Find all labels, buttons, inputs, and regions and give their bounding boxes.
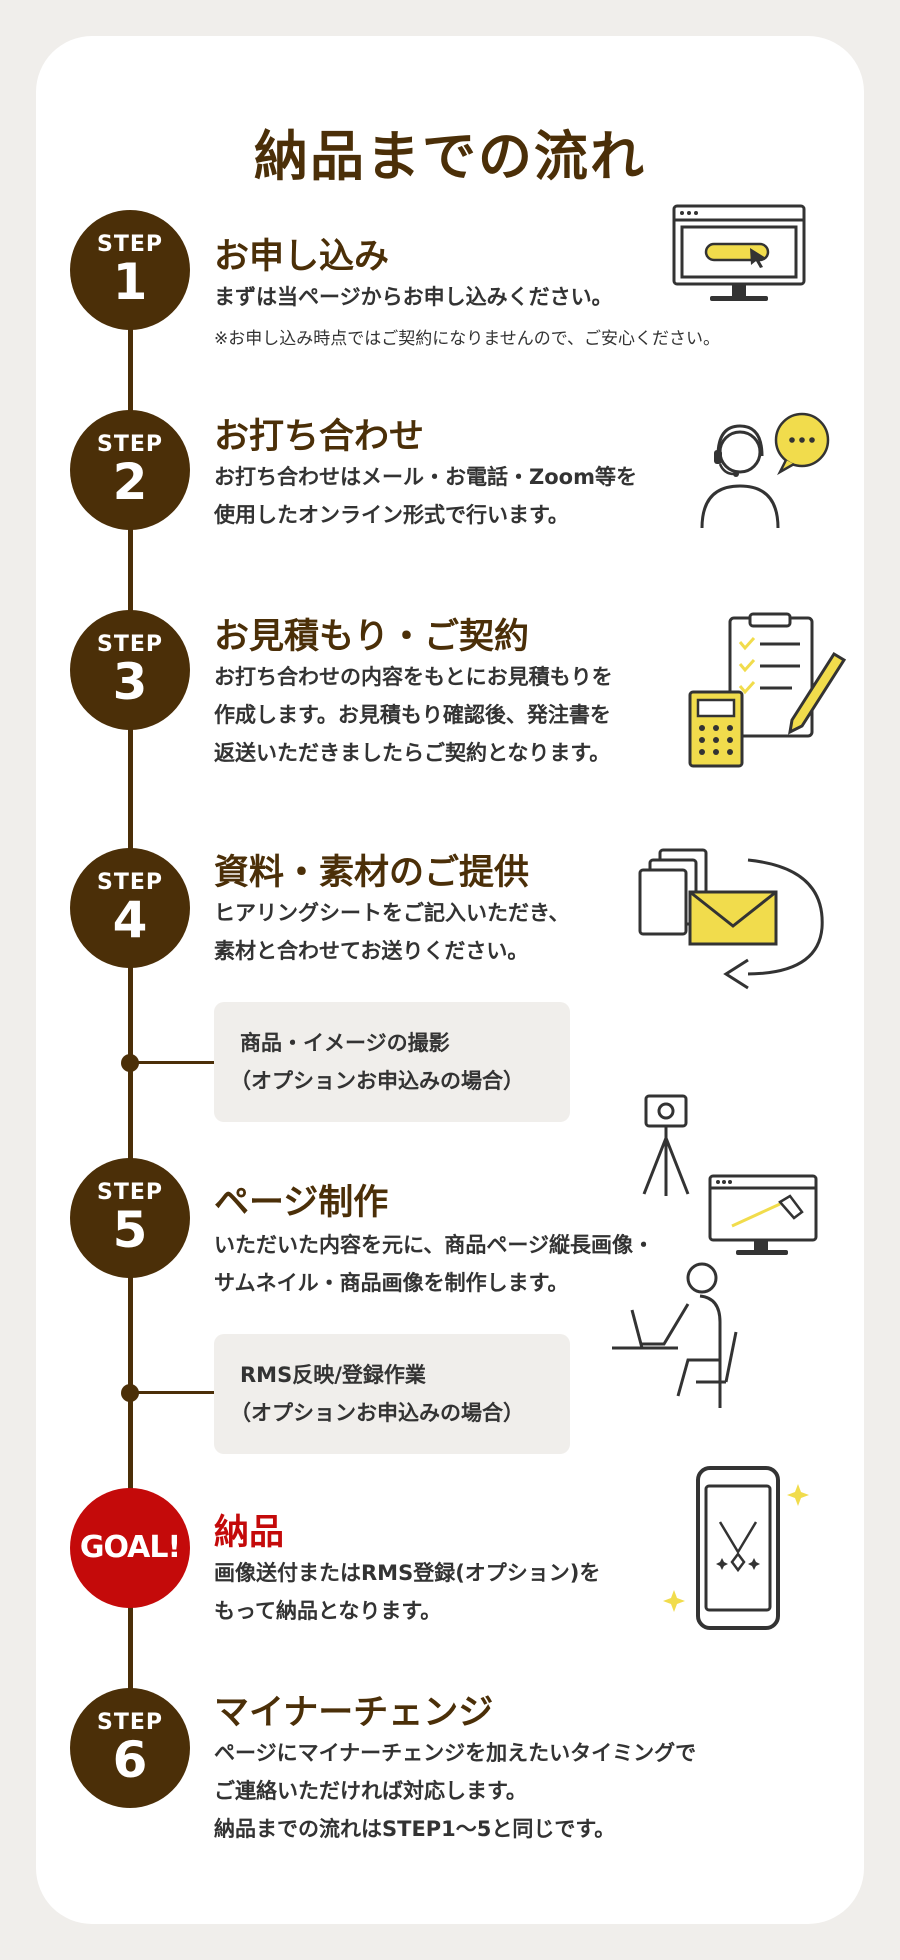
step-1-note: ※お申し込み時点ではご契約になりませんので、ご安心ください。 — [214, 324, 720, 349]
step-1-heading: お申し込み — [214, 228, 389, 279]
text-line: （オプションお申込みの場合） — [230, 1062, 570, 1100]
substep-rms-option: RMS反映/登録作業 （オプションお申込みの場合） — [214, 1334, 570, 1454]
text-line: （オプションお申込みの場合） — [230, 1394, 570, 1432]
clipboard-calculator-icon — [688, 612, 848, 774]
timeline-connector — [130, 1061, 214, 1064]
timeline-connector — [130, 1391, 214, 1394]
step-2-heading: お打ち合わせ — [214, 408, 424, 459]
step-3-badge: STEP 3 — [70, 610, 190, 730]
text-line: 納品までの流れはSTEP1〜5と同じです。 — [214, 1810, 696, 1848]
step-number: 1 — [70, 257, 190, 307]
step-3-text: お打ち合わせの内容をもとにお見積もりを 作成します。お見積もり確認後、発注書を … — [214, 658, 613, 772]
step-6-badge: STEP 6 — [70, 1688, 190, 1808]
goal-text: 画像送付またはRMS登録(オプション)を もって納品となります。 — [214, 1554, 600, 1630]
text-line: お打ち合わせの内容をもとにお見積もりを — [214, 658, 613, 696]
step-6-heading: マイナーチェンジ — [214, 1684, 493, 1735]
headset-chat-icon — [698, 410, 834, 534]
text-line: RMS反映/登録作業 — [240, 1356, 570, 1394]
step-number: 3 — [70, 657, 190, 707]
step-number: 5 — [70, 1205, 190, 1255]
text-line: 素材と合わせてお送りください。 — [214, 932, 570, 970]
page-title: 納品までの流れ — [0, 112, 900, 191]
goal-heading: 納品 — [214, 1504, 284, 1555]
step-1-text: まずは当ページからお申し込みください。 — [214, 278, 613, 316]
documents-envelope-icon — [636, 846, 832, 1002]
designer-workstation-icon — [608, 1092, 824, 1420]
text-line: ご連絡いただければ対応します。 — [214, 1772, 696, 1810]
text-line: まずは当ページからお申し込みください。 — [214, 278, 613, 316]
step-6-text: ページにマイナーチェンジを加えたいタイミングで ご連絡いただければ対応します。 … — [214, 1734, 696, 1848]
text-line: 作成します。お見積もり確認後、発注書を — [214, 696, 613, 734]
step-5-heading: ページ制作 — [214, 1174, 388, 1225]
step-number: 6 — [70, 1735, 190, 1785]
text-line: 使用したオンライン形式で行います。 — [214, 496, 637, 534]
step-4-badge: STEP 4 — [70, 848, 190, 968]
step-1-badge: STEP 1 — [70, 210, 190, 330]
text-line: 画像送付またはRMS登録(オプション)を — [214, 1554, 600, 1592]
text-line: サムネイル・商品画像を制作します。 — [214, 1264, 654, 1302]
text-line: いただいた内容を元に、商品ページ縦長画像・ — [214, 1226, 654, 1264]
step-number: 2 — [70, 457, 190, 507]
substep-photo-option: 商品・イメージの撮影 （オプションお申込みの場合） — [214, 1002, 570, 1122]
text-line: 商品・イメージの撮影 — [240, 1024, 570, 1062]
goal-badge: GOAL! — [70, 1488, 190, 1608]
text-line: お打ち合わせはメール・お電話・Zoom等を — [214, 458, 637, 496]
smartphone-necklace-icon — [656, 1462, 816, 1642]
text-line: ヒアリングシートをご記入いただき、 — [214, 894, 570, 932]
step-3-heading: お見積もり・ご契約 — [214, 608, 529, 659]
text-line: 返送いただきましたらご契約となります。 — [214, 734, 613, 772]
step-number: 4 — [70, 895, 190, 945]
text-line: もって納品となります。 — [214, 1592, 600, 1630]
step-5-badge: STEP 5 — [70, 1158, 190, 1278]
step-5-text: いただいた内容を元に、商品ページ縦長画像・ サムネイル・商品画像を制作します。 — [214, 1226, 654, 1302]
monitor-click-icon — [672, 204, 808, 310]
text-line: ページにマイナーチェンジを加えたいタイミングで — [214, 1734, 696, 1772]
step-4-heading: 資料・素材のご提供 — [214, 844, 529, 895]
step-2-badge: STEP 2 — [70, 410, 190, 530]
step-4-text: ヒアリングシートをご記入いただき、 素材と合わせてお送りください。 — [214, 894, 570, 970]
step-2-text: お打ち合わせはメール・お電話・Zoom等を 使用したオンライン形式で行います。 — [214, 458, 637, 534]
